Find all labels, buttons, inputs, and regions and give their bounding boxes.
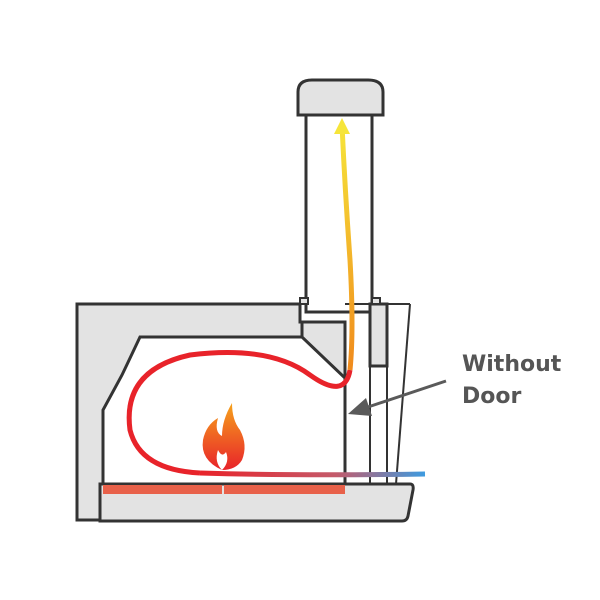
hot-air-loop — [126, 350, 353, 476]
floor-airflow — [199, 470, 426, 478]
flame-icon — [202, 403, 245, 470]
pointer-arrowhead-icon — [348, 398, 372, 416]
pointer-arrow — [364, 379, 447, 410]
floor-brick — [103, 485, 222, 494]
label-without: Without — [462, 352, 562, 377]
chimney-pipe — [304, 110, 374, 314]
floor-brick — [224, 485, 345, 494]
exhaust-flow — [339, 124, 355, 371]
door-block — [368, 302, 389, 368]
oven-cavity — [101, 335, 347, 486]
label-door: Door — [462, 384, 522, 409]
exhaust-arrowhead-icon — [334, 118, 350, 134]
chimney-cap — [296, 78, 385, 117]
